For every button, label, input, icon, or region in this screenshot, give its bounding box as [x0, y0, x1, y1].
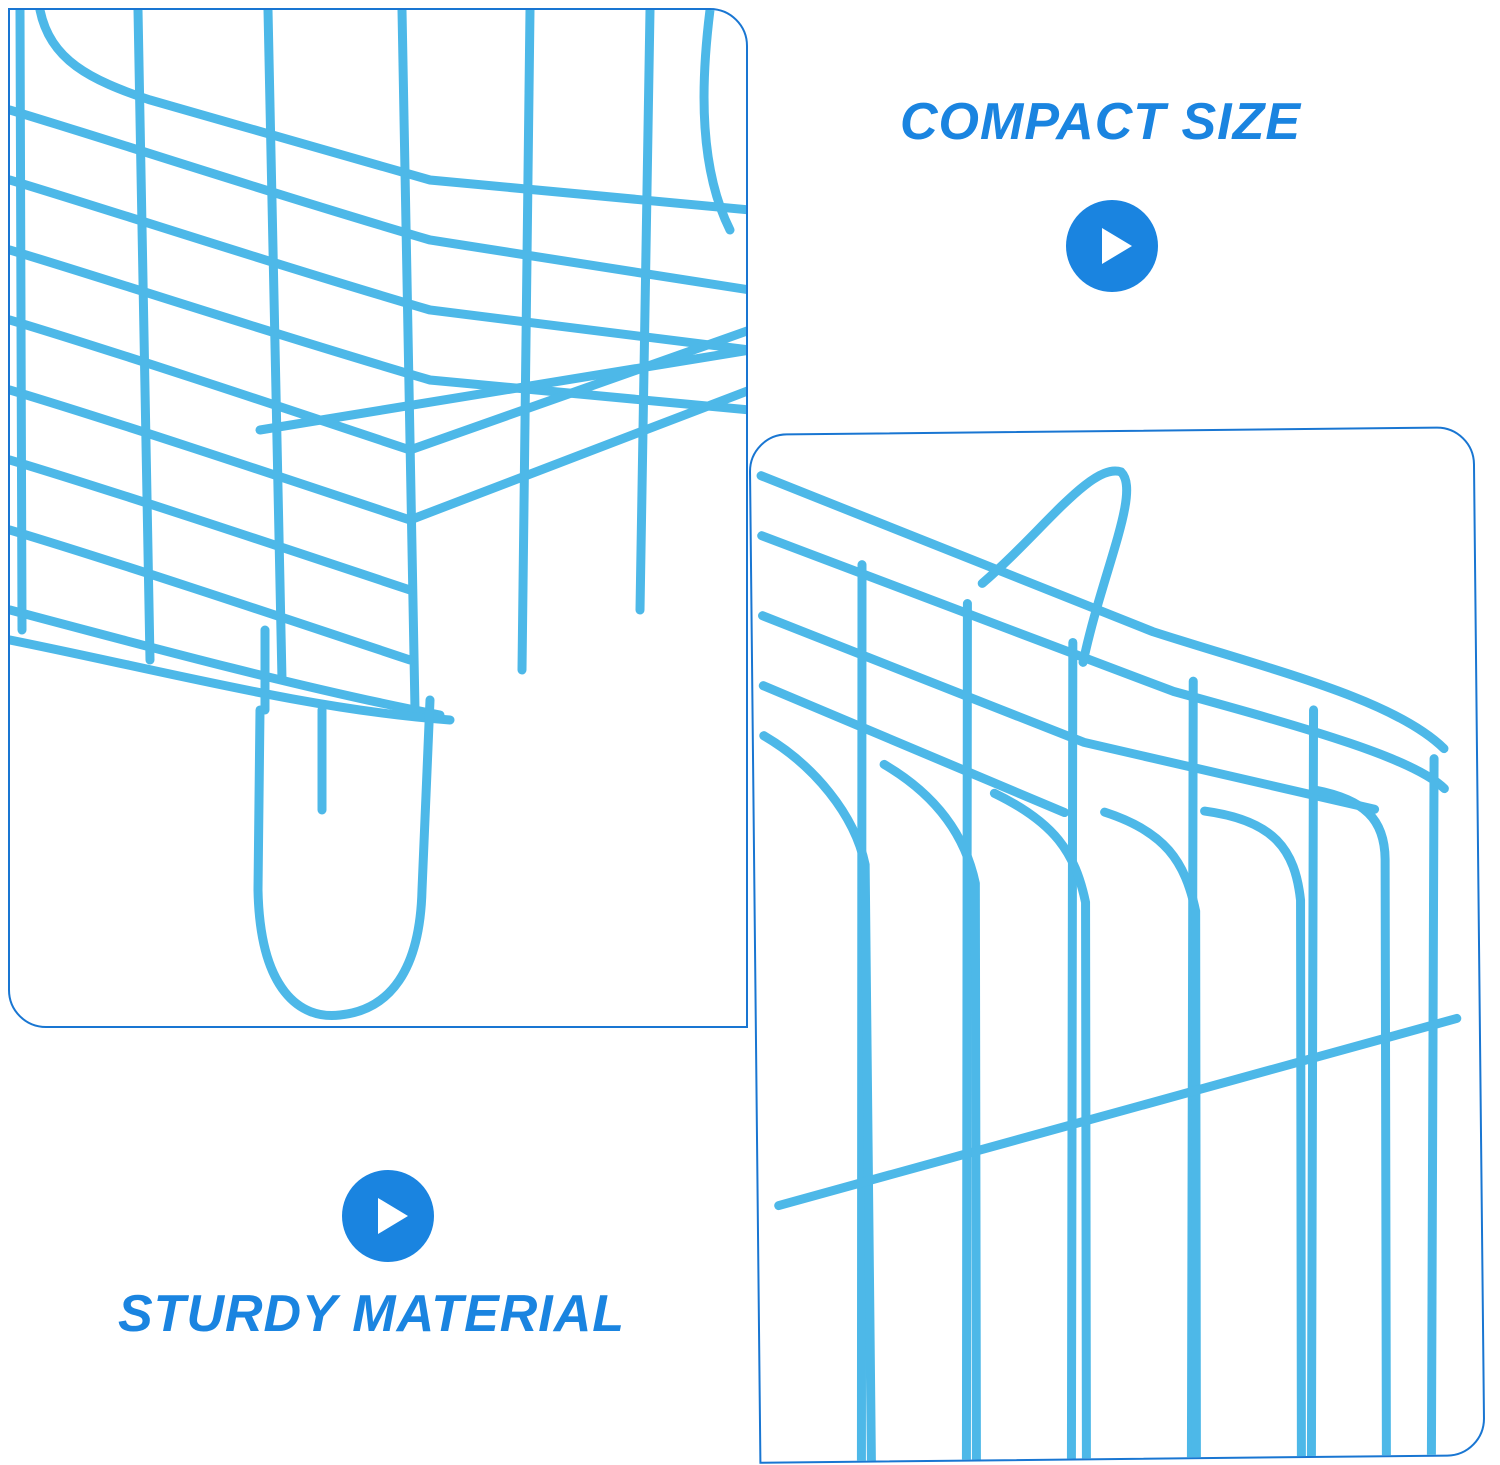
- play-icon[interactable]: [342, 1170, 434, 1262]
- feature-caption-sturdy-material: STURDY MATERIAL: [118, 1285, 626, 1343]
- play-icon[interactable]: [1066, 200, 1158, 292]
- wire-cage-illustration: [10, 10, 746, 1021]
- feature-caption-compact-size: COMPACT SIZE: [900, 93, 1302, 151]
- product-image-right: [748, 426, 1486, 1464]
- wire-cage-illustration: [756, 466, 1462, 1464]
- product-image-left: [8, 8, 748, 1028]
